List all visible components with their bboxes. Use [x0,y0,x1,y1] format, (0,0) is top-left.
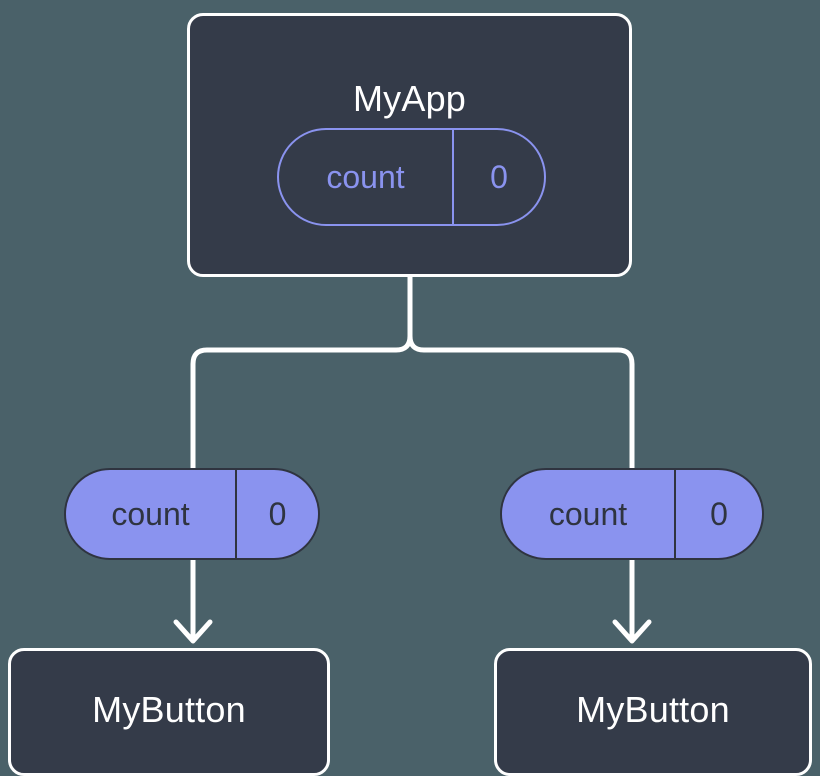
prop-pill-right-count[interactable]: count 0 [500,468,764,560]
prop-pill-key: count [548,495,628,532]
state-pill-value: 0 [452,130,544,224]
component-node-myapp[interactable]: MyApp [187,13,632,277]
component-node-mybutton-right[interactable]: MyButton [494,648,812,776]
component-title-myapp: MyApp [352,78,467,119]
prop-pill-key: count [111,495,190,532]
component-node-mybutton-left[interactable]: MyButton [8,648,330,776]
prop-pill-value: 0 [674,470,762,558]
state-pill-key: count [326,158,405,195]
prop-pill-value: 0 [235,470,318,558]
component-title-mybutton: MyButton [576,689,730,730]
component-title-mybutton: MyButton [92,689,246,730]
prop-pill-left-count[interactable]: count 0 [64,468,320,560]
state-pill-myapp-count[interactable]: count 0 [277,128,546,226]
